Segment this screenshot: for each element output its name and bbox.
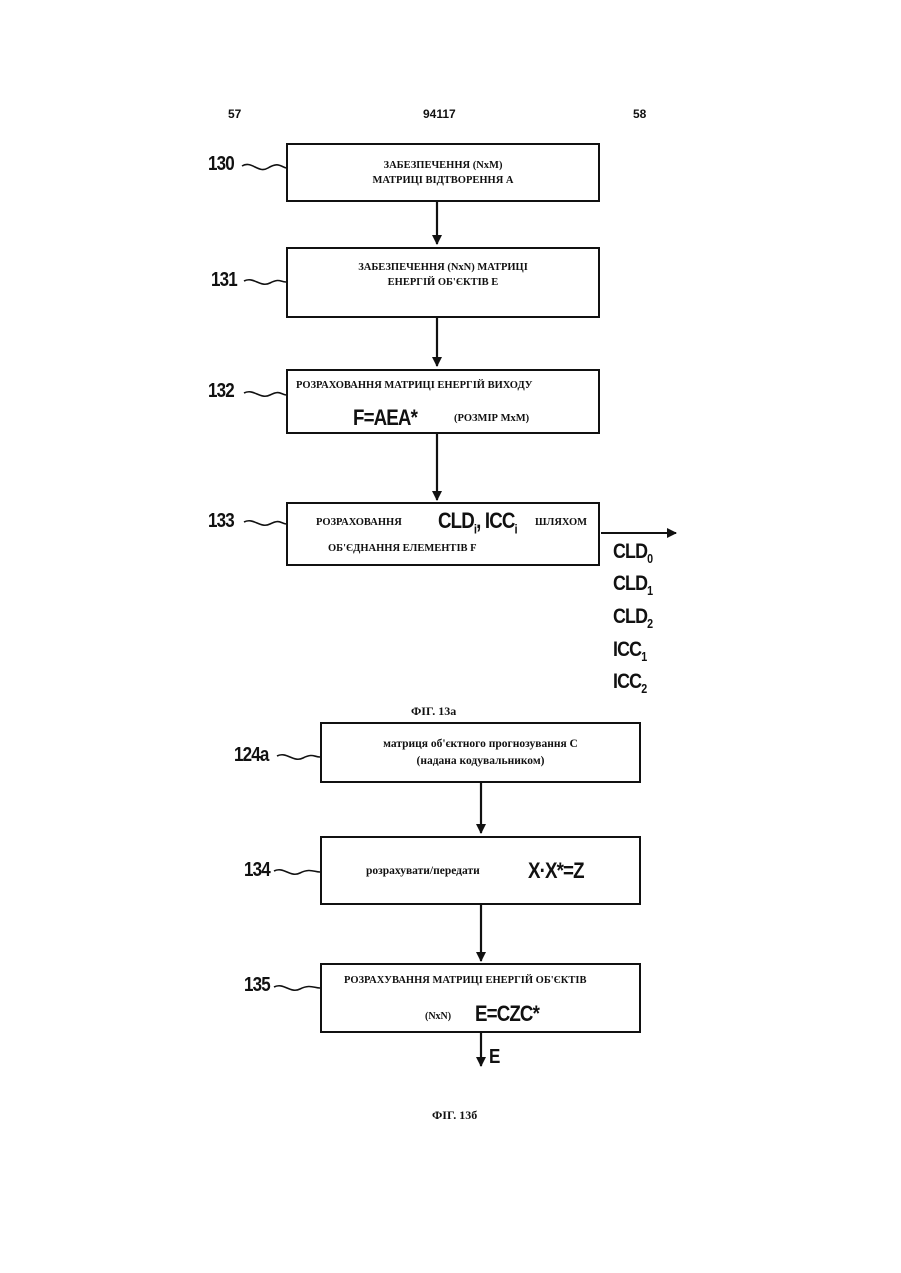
- leader-124a: [277, 755, 320, 759]
- step-135-formula: E=CZC*: [475, 1001, 539, 1027]
- step-124a-line1: матриця об'єктного прогнозування С: [322, 736, 639, 753]
- step-133-box: РОЗРАХОВАННЯ CLDi, ICCi ШЛЯХОМ ОБ'ЄДНАНН…: [286, 502, 600, 566]
- step-124a-box: матриця об'єктного прогнозування С (нада…: [320, 722, 641, 783]
- step-130-box: ЗАБЕЗПЕЧЕННЯ (NxM) МАТРИЦІ ВІДТВОРЕННЯ А: [286, 143, 600, 202]
- step-134-box: розрахувати/передати X·X*=Z: [320, 836, 641, 905]
- step-132-formula: F=AEA*: [353, 405, 417, 431]
- step-134-formula: X·X*=Z: [528, 858, 584, 884]
- ref-132: 132: [208, 380, 234, 403]
- leader-134: [274, 870, 320, 874]
- output-cld0: CLD0: [613, 540, 652, 566]
- output-cld2: CLD2: [613, 605, 652, 631]
- ref-124a: 124a: [234, 744, 268, 767]
- ref-130: 130: [208, 153, 234, 176]
- step-135-box: РОЗРАХУВАННЯ МАТРИЦІ ЕНЕРГІЙ ОБ'ЄКТІВ (N…: [320, 963, 641, 1033]
- leader-135: [274, 986, 320, 990]
- leader-133: [244, 521, 286, 525]
- step-135-line1: РОЗРАХУВАННЯ МАТРИЦІ ЕНЕРГІЙ ОБ'ЄКТІВ: [344, 975, 587, 986]
- step-133-line2: ОБ'ЄДНАННЯ ЕЛЕМЕНТІВ F: [328, 541, 477, 556]
- ref-135: 135: [244, 974, 270, 997]
- fig13b-caption: ФІГ. 13б: [432, 1108, 477, 1123]
- step-130-line1: ЗАБЕЗПЕЧЕННЯ (NxM): [288, 158, 598, 173]
- ref-134: 134: [244, 859, 270, 882]
- step-131-box: ЗАБЕЗПЕЧЕННЯ (NxN) МАТРИЦІ ЕНЕРГІЙ ОБ'ЄК…: [286, 247, 600, 318]
- step-134-text: розрахувати/передати: [366, 865, 480, 877]
- step-132-line1: РОЗРАХОВАННЯ МАТРИЦІ ЕНЕРГІЙ ВИХОДУ: [296, 378, 533, 393]
- ref-131: 131: [211, 269, 237, 292]
- output-icc1: ICC1: [613, 638, 646, 664]
- step-132-box: РОЗРАХОВАННЯ МАТРИЦІ ЕНЕРГІЙ ВИХОДУ F=AE…: [286, 369, 600, 434]
- leader-132: [244, 392, 286, 396]
- step-132-note: (РОЗМІР МхМ): [454, 411, 529, 426]
- step-131-line1: ЗАБЕЗПЕЧЕННЯ (NxN) МАТРИЦІ: [288, 260, 598, 275]
- step-131-line2: ЕНЕРГІЙ ОБ'ЄКТІВ Е: [288, 275, 598, 290]
- output-cld1: CLD1: [613, 572, 652, 598]
- step-135-note: (NxN): [425, 1011, 451, 1022]
- step-124a-line2: (надана кодувальником): [322, 753, 639, 770]
- ref-133: 133: [208, 510, 234, 533]
- leader-130: [242, 164, 286, 169]
- step-133-formula: CLDi, ICCi: [438, 508, 517, 536]
- leader-131: [244, 280, 286, 284]
- output-icc2: ICC2: [613, 670, 646, 696]
- step-133-line1-pre: РОЗРАХОВАННЯ: [316, 515, 402, 530]
- step-130-line2: МАТРИЦІ ВІДТВОРЕННЯ А: [288, 173, 598, 188]
- step-133-line1-post: ШЛЯХОМ: [535, 515, 587, 530]
- output-e-label: E: [489, 1046, 499, 1069]
- fig13a-caption: ФІГ. 13а: [411, 704, 456, 719]
